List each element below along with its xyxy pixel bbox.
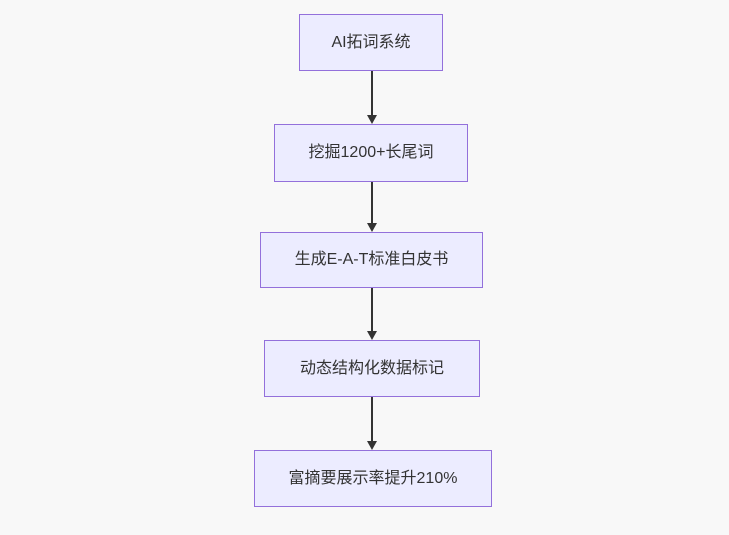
- node-label: 挖掘1200+长尾词: [308, 144, 434, 161]
- arrowhead-icon: [366, 223, 377, 232]
- node-label: 动态结构化数据标记: [299, 359, 444, 377]
- arrow-line: [370, 397, 373, 441]
- arrow-line: [370, 182, 373, 223]
- arrowhead-icon: [366, 115, 377, 124]
- flow-arrow-down-icon: [366, 397, 377, 450]
- node-eat-whitepaper: 生成E-A-T标准白皮书: [260, 232, 483, 288]
- node-label: 生成E-A-T标准白皮书: [294, 251, 449, 268]
- flow-arrow-down-icon: [366, 71, 377, 124]
- node-longtail-keyword-mining: 挖掘1200+长尾词: [274, 124, 468, 182]
- arrow-line: [370, 71, 373, 115]
- flow-arrow-down-icon: [366, 288, 377, 340]
- node-label: 富摘要展示率提升210%: [288, 469, 458, 487]
- arrowhead-icon: [366, 331, 377, 340]
- arrowhead-icon: [366, 441, 377, 450]
- node-ai-expansion-system: AI拓词系统: [299, 14, 443, 71]
- arrow-line: [370, 288, 373, 331]
- node-label: AI拓词系统: [331, 33, 411, 51]
- flow-arrow-down-icon: [366, 182, 377, 232]
- node-dynamic-structured-data: 动态结构化数据标记: [264, 340, 480, 397]
- node-rich-snippet-result: 富摘要展示率提升210%: [254, 450, 492, 507]
